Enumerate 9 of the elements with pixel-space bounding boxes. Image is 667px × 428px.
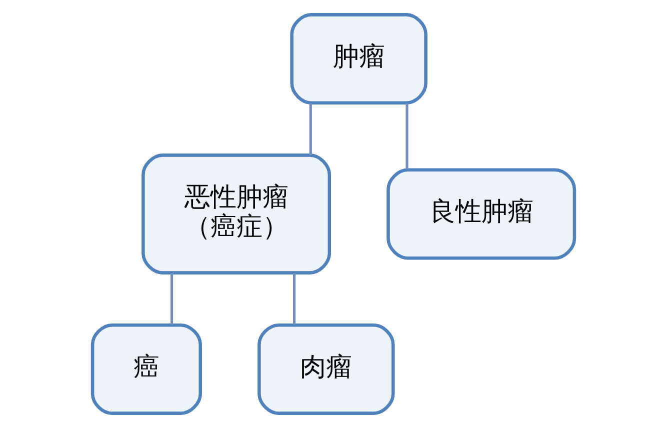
connector xyxy=(309,103,312,156)
node-box: 良性肿瘤 xyxy=(386,168,576,260)
connector xyxy=(406,103,408,170)
connector xyxy=(170,273,174,325)
node-box: 恶性肿瘤（癌症） xyxy=(142,154,332,274)
connector xyxy=(292,273,296,325)
node-box: 肉瘤 xyxy=(258,323,395,415)
node-box: 癌 xyxy=(90,323,202,415)
node-box: 肿瘤 xyxy=(290,13,428,105)
